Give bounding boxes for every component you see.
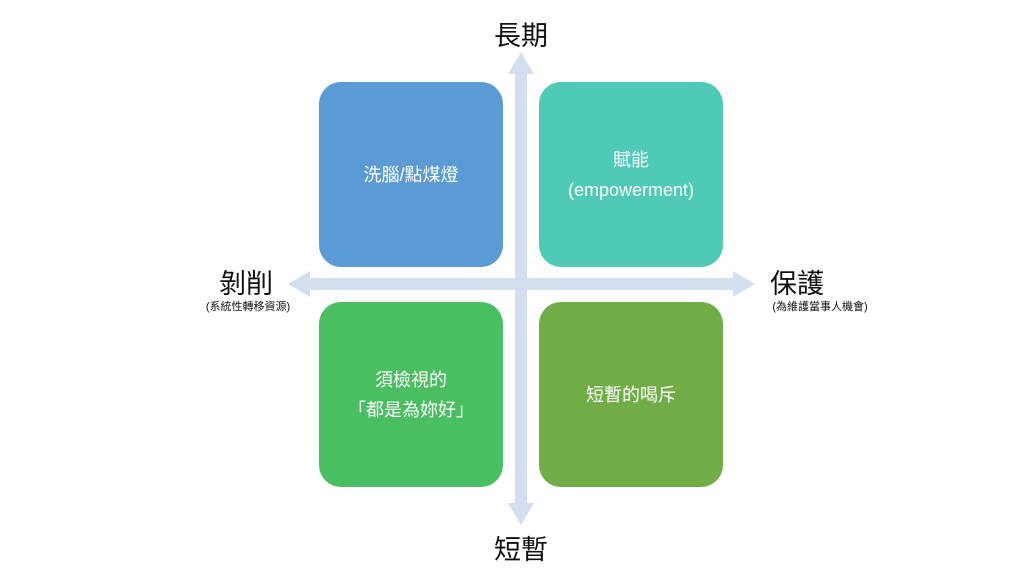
quadrant-text: (empowerment) [567, 179, 695, 200]
arrow-up-head [508, 52, 534, 74]
axis-sublabel-right: (為維護當事人機會) [772, 301, 868, 313]
axis-sublabel-left: (系統性轉移資源) [205, 301, 291, 313]
quadrant-top-left: 洗腦/點煤燈 [319, 82, 503, 267]
quadrant-text: 須檢視的 [375, 369, 447, 390]
quadrant-text: 「都是為妳好」 [348, 399, 474, 420]
arrow-right-head [733, 271, 755, 297]
arrow-left-head [288, 271, 310, 297]
axis-label-right: 保護 [770, 269, 824, 299]
quadrant-text: 賦能 [613, 149, 649, 170]
axis-label-top: 長期 [494, 21, 548, 51]
quadrant-bottom-right: 短暫的喝斥 [539, 302, 723, 487]
axis-label-bottom: 短暫 [494, 535, 548, 565]
axis-label-left: 剝削 [219, 269, 273, 299]
arrow-down-head [508, 503, 534, 525]
quadrant-top-right: 賦能 (empowerment) [539, 82, 723, 267]
quadrant-text: 洗腦/點煤燈 [363, 164, 459, 185]
quadrant-bottom-left: 須檢視的 「都是為妳好」 [319, 302, 503, 487]
horizontal-axis [306, 278, 736, 290]
quadrant-text: 短暫的喝斥 [586, 384, 676, 405]
